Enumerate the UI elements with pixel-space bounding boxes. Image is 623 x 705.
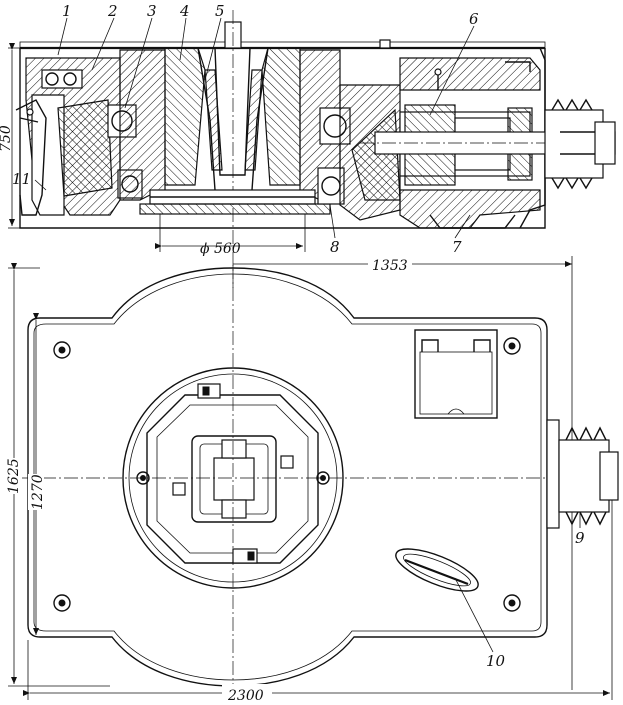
- dim-2300: [23, 500, 613, 700]
- label-part-8: 8: [330, 238, 340, 256]
- dim-diameter: [155, 214, 306, 252]
- turntable-outer: [122, 367, 344, 589]
- dim-1625: [8, 263, 110, 687]
- label-part-10: 10: [486, 652, 506, 670]
- label-part-11: 11: [12, 170, 31, 188]
- inspection-cover: [414, 329, 498, 419]
- base-outline: [27, 267, 548, 687]
- lever-arm: [15, 99, 47, 216]
- jaw-right: [280, 455, 294, 469]
- cone-sleeve-right: [261, 47, 301, 186]
- dim-1353: [233, 256, 573, 690]
- cone-sleeve-left: [164, 47, 206, 186]
- bolt-holes: [53, 337, 521, 612]
- label-part-7: 7: [452, 238, 462, 256]
- octagon-frame: [146, 394, 319, 564]
- inner-taper-left: [204, 69, 223, 171]
- section-view: [15, 10, 616, 290]
- dim-1353-text: 1353: [372, 258, 408, 274]
- pulley-plan: [546, 419, 619, 529]
- dim-750-text: 750: [0, 125, 14, 152]
- inner-clamp: [191, 435, 277, 523]
- top-left-bearing: [41, 69, 83, 89]
- gearbox-top-wall: [399, 57, 541, 91]
- dim-750: [8, 43, 24, 229]
- left-bracket: [57, 99, 113, 197]
- pulley-section: [544, 98, 616, 190]
- oil-plug-handle: [395, 548, 479, 592]
- dim-diameter-text: ϕ 560: [200, 241, 241, 257]
- dim-1270-text: 1270: [30, 474, 46, 510]
- center-block: [213, 457, 255, 501]
- label-part-3: 3: [147, 2, 157, 20]
- turntable-base: [139, 203, 331, 215]
- label-part-6: 6: [469, 10, 479, 28]
- jaw-left: [172, 482, 186, 496]
- label-part-5: 5: [215, 2, 225, 20]
- section-leaders: [34, 17, 475, 239]
- gearbox-bottom-wall: [399, 189, 541, 229]
- dim-1625-text: 1625: [6, 458, 22, 494]
- label-part-4: 4: [179, 2, 190, 20]
- spindle-housing-left: [119, 49, 166, 201]
- dim-2300-text: 2300: [227, 688, 264, 704]
- label-part-9: 9: [575, 529, 585, 547]
- plan-view: [20, 265, 619, 690]
- label-part-1: 1: [62, 2, 72, 20]
- label-part-2: 2: [107, 2, 118, 20]
